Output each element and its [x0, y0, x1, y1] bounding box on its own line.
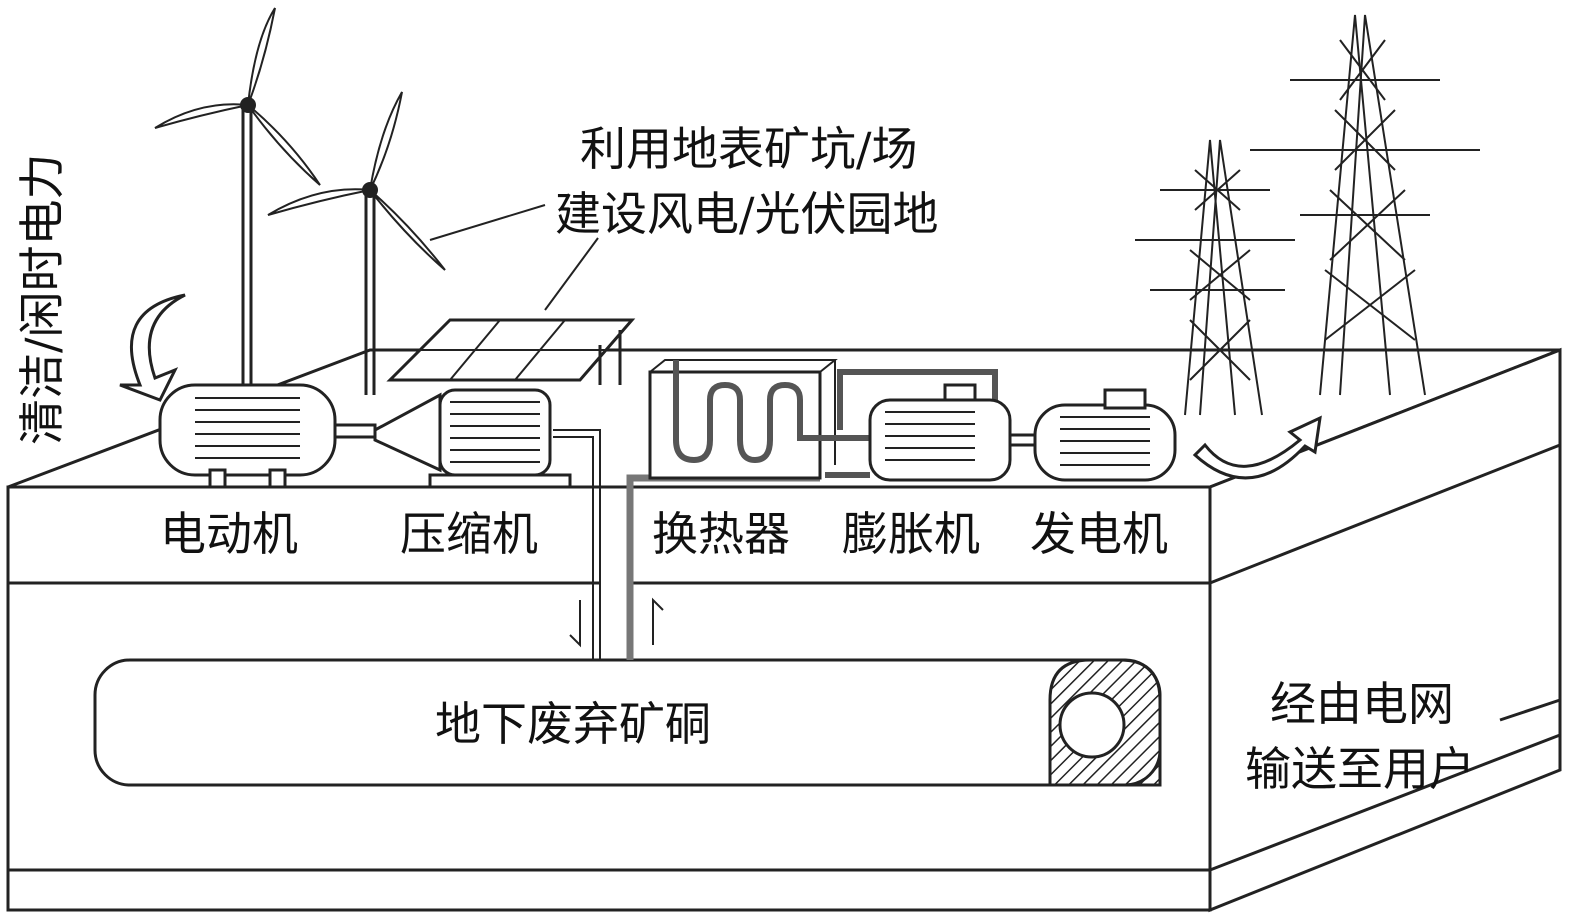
compressor-machine [373, 388, 572, 489]
heat-exchanger [648, 359, 870, 480]
tunnel-label: 地下废弃矿硐 [435, 697, 711, 751]
grid-label-line2: 输送至用户 [1245, 742, 1475, 796]
power-in-arrow-icon [119, 293, 186, 402]
expander-machine [868, 383, 1042, 482]
grid-label-line1: 经由电网 [1270, 677, 1454, 731]
transmission-tower [1135, 139, 1295, 416]
power-out-arrow-icon [1192, 415, 1322, 480]
wind-turbine [154, 7, 321, 385]
wind-turbine [267, 91, 446, 395]
tunnel-cross-section [1058, 691, 1126, 759]
motor-label: 电动机 [160, 507, 298, 561]
motor-machine [158, 383, 377, 489]
expander-label: 膨胀机 [842, 507, 980, 561]
down-arrow-icon [569, 600, 581, 648]
ground-block [6, 347, 1562, 913]
callout-line [429, 204, 546, 241]
transmission-tower [1250, 14, 1480, 396]
surface-site-label-line1: 利用地表矿坑/场 [580, 122, 918, 176]
compressor-label: 压缩机 [400, 507, 538, 561]
solar-panel [386, 237, 636, 385]
generator-machine [1033, 388, 1177, 482]
clean-power-label: 清洁/闲时电力 [15, 154, 69, 446]
heat-exchanger-label: 换热器 [652, 507, 790, 561]
surface-site-label-line2: 建设风电/光伏园地 [555, 187, 939, 241]
generator-label: 发电机 [1030, 507, 1168, 561]
up-arrow-icon [652, 597, 664, 645]
gas-pipe [825, 369, 998, 478]
